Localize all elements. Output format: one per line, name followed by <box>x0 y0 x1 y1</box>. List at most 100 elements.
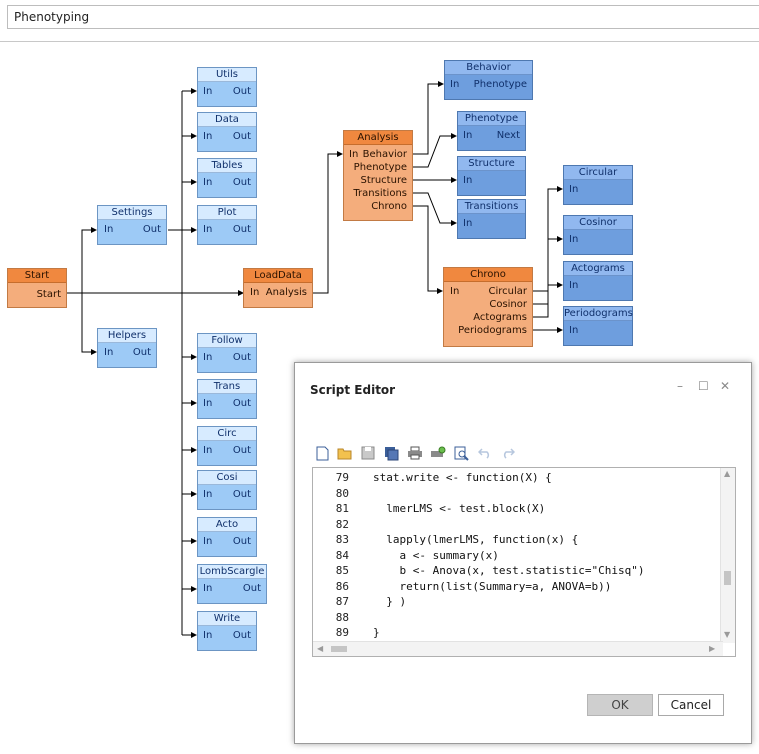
port-lombscargle-in[interactable]: In <box>203 583 213 594</box>
port-analysis-in[interactable]: In <box>349 149 359 160</box>
node-cosinor[interactable]: Cosinor In <box>563 215 633 255</box>
code-line[interactable]: return(list(Summary=a, ANOVA=b)) <box>373 579 612 593</box>
ok-button[interactable]: OK <box>587 694 653 716</box>
node-behavior[interactable]: Behavior In Phenotype <box>444 60 533 100</box>
port-helpers-out[interactable]: Out <box>132 347 151 358</box>
node-structure[interactable]: Structure In <box>457 156 526 196</box>
node-analysis[interactable]: Analysis In Behavior Phenotype Structure… <box>343 130 413 221</box>
port-lombscargle-out[interactable]: Out <box>242 583 261 594</box>
node-trans[interactable]: Trans In Out <box>197 379 257 419</box>
port-plot-out[interactable]: Out <box>232 224 251 235</box>
port-chrono-in[interactable]: In <box>450 286 460 297</box>
vertical-scrollbar[interactable]: ▲ ▼ <box>720 468 735 643</box>
node-circular[interactable]: Circular In <box>563 165 633 205</box>
port-cosi-in[interactable]: In <box>203 489 213 500</box>
port-analysis-structure[interactable]: Structure <box>360 175 407 186</box>
node-write[interactable]: Write In Out <box>197 611 257 651</box>
port-follow-out[interactable]: Out <box>232 352 251 363</box>
port-loaddata-in[interactable]: In <box>250 287 260 298</box>
port-data-out[interactable]: Out <box>232 131 251 142</box>
port-analysis-behavior[interactable]: Behavior <box>362 149 407 160</box>
open-folder-icon[interactable] <box>337 445 353 461</box>
port-settings-in[interactable]: In <box>104 224 114 235</box>
port-follow-in[interactable]: In <box>203 352 213 363</box>
node-chrono[interactable]: Chrono In Circular Cosinor Actograms Per… <box>443 267 533 347</box>
port-chrono-circular[interactable]: Circular <box>488 286 527 297</box>
node-start[interactable]: Start Start <box>7 268 67 308</box>
close-icon[interactable]: ✕ <box>720 379 731 393</box>
port-utils-in[interactable]: In <box>203 86 213 97</box>
port-settings-out[interactable]: Out <box>142 224 161 235</box>
node-periodograms[interactable]: Periodograms In <box>563 306 633 346</box>
port-analysis-phenotype[interactable]: Phenotype <box>353 162 407 173</box>
port-trans-in[interactable]: In <box>203 398 213 409</box>
port-write-out[interactable]: Out <box>232 630 251 641</box>
node-phenotype[interactable]: Phenotype In Next <box>457 111 526 151</box>
port-behavior-phenotype[interactable]: Phenotype <box>473 79 527 90</box>
port-start-out[interactable]: Start <box>36 289 61 300</box>
node-transitions[interactable]: Transitions In <box>457 199 526 239</box>
port-chrono-cosinor[interactable]: Cosinor <box>489 299 527 310</box>
scroll-left-icon[interactable]: ◀ <box>317 644 324 653</box>
port-circ-in[interactable]: In <box>203 445 213 456</box>
scroll-right-icon[interactable]: ▶ <box>709 644 716 653</box>
port-circular-in[interactable]: In <box>569 184 579 195</box>
port-helpers-in[interactable]: In <box>104 347 114 358</box>
node-plot[interactable]: Plot In Out <box>197 205 257 245</box>
workspace-title-field[interactable]: Phenotyping <box>7 5 759 29</box>
scroll-up-icon[interactable]: ▲ <box>724 469 731 478</box>
node-data[interactable]: Data In Out <box>197 112 257 152</box>
port-data-in[interactable]: In <box>203 131 213 142</box>
undo-icon[interactable] <box>477 445 493 461</box>
redo-icon[interactable] <box>499 445 515 461</box>
port-phenotype-next[interactable]: Next <box>496 130 520 141</box>
port-periodograms-in[interactable]: In <box>569 325 579 336</box>
cancel-button[interactable]: Cancel <box>658 694 724 716</box>
port-plot-in[interactable]: In <box>203 224 213 235</box>
save-all-icon[interactable] <box>383 445 399 461</box>
scroll-down-icon[interactable]: ▼ <box>724 630 731 639</box>
port-chrono-actograms[interactable]: Actograms <box>473 312 527 323</box>
port-phenotype-in[interactable]: In <box>463 130 473 141</box>
node-cosi[interactable]: Cosi In Out <box>197 470 257 510</box>
port-cosinor-in[interactable]: In <box>569 234 579 245</box>
node-lombscargle[interactable]: LombScargle In Out <box>197 564 267 604</box>
node-follow[interactable]: Follow In Out <box>197 333 257 373</box>
code-line[interactable]: } <box>373 626 380 639</box>
node-circ[interactable]: Circ In Out <box>197 426 257 466</box>
port-tables-out[interactable]: Out <box>232 177 251 188</box>
node-acto[interactable]: Acto In Out <box>197 517 257 557</box>
port-chrono-periodograms[interactable]: Periodograms <box>458 325 527 336</box>
print-preview-icon[interactable] <box>430 445 446 461</box>
port-circ-out[interactable]: Out <box>232 445 251 456</box>
find-icon[interactable] <box>453 445 469 461</box>
save-icon[interactable] <box>360 445 376 461</box>
port-acto-out[interactable]: Out <box>232 536 251 547</box>
node-utils[interactable]: Utils In Out <box>197 67 257 107</box>
port-acto-in[interactable]: In <box>203 536 213 547</box>
port-tables-in[interactable]: In <box>203 177 213 188</box>
port-actograms-in[interactable]: In <box>569 280 579 291</box>
code-line[interactable]: stat.write <- function(X) { <box>373 471 552 484</box>
node-helpers[interactable]: Helpers In Out <box>97 328 157 368</box>
node-loaddata[interactable]: LoadData In Analysis <box>243 268 313 308</box>
port-transitions-in[interactable]: In <box>463 218 473 229</box>
code-line[interactable]: } ) <box>373 595 407 608</box>
maximize-icon[interactable]: ☐ <box>698 379 709 393</box>
port-behavior-in[interactable]: In <box>450 79 460 90</box>
port-utils-out[interactable]: Out <box>232 86 251 97</box>
node-tables[interactable]: Tables In Out <box>197 158 257 198</box>
port-trans-out[interactable]: Out <box>232 398 251 409</box>
minimize-icon[interactable]: – <box>677 379 683 393</box>
port-analysis-transitions[interactable]: Transitions <box>353 188 407 199</box>
port-write-in[interactable]: In <box>203 630 213 641</box>
print-icon[interactable] <box>407 445 423 461</box>
new-file-icon[interactable] <box>314 445 330 461</box>
port-cosi-out[interactable]: Out <box>232 489 251 500</box>
node-actograms[interactable]: Actograms In <box>563 261 633 301</box>
code-line[interactable]: a <- summary(x) <box>373 548 499 562</box>
horizontal-scrollbar[interactable]: ◀ ▶ <box>313 641 723 656</box>
port-loaddata-analysis[interactable]: Analysis <box>265 287 307 298</box>
port-analysis-chrono[interactable]: Chrono <box>371 201 407 212</box>
